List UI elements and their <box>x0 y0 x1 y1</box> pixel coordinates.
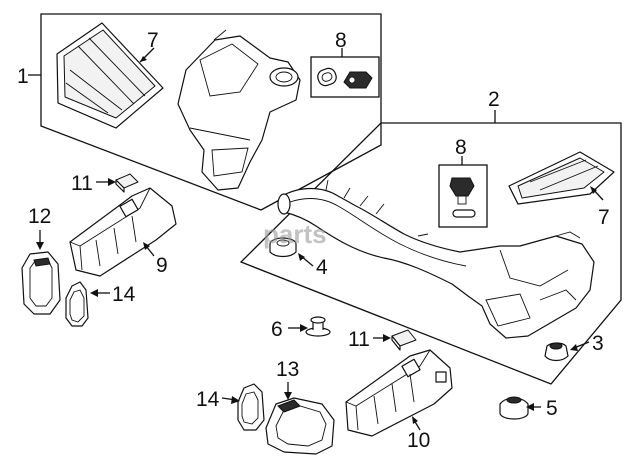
callout-10: 10 <box>407 429 430 452</box>
callout-11-lower: 11 <box>348 328 370 351</box>
seal-14-left <box>65 281 89 327</box>
callout-8-upper: 8 <box>335 29 347 52</box>
callout-2: 2 <box>488 88 500 111</box>
callout-7-upper: 7 <box>147 29 159 52</box>
parts-8-box-right <box>438 156 488 228</box>
grommet-4 <box>269 237 297 258</box>
foam-pad-11-lower <box>391 329 417 351</box>
duct-10 <box>345 349 453 437</box>
leader-lines <box>36 47 604 431</box>
seal-frame-13 <box>265 397 335 455</box>
callout-13: 13 <box>276 358 299 381</box>
callout-6: 6 <box>271 318 283 341</box>
callout-14-lower: 14 <box>196 388 220 411</box>
assembly-box-1 <box>28 13 382 211</box>
grommet-5 <box>499 396 529 420</box>
air-box-upper <box>177 29 301 191</box>
intake-duct-assembly <box>277 179 595 339</box>
air-filter-upper <box>56 22 164 129</box>
callout-9: 9 <box>156 254 168 277</box>
callout-1: 1 <box>17 65 29 88</box>
watermark-text: parts <box>263 219 327 249</box>
callout-11-upper: 11 <box>71 172 93 195</box>
callout-12: 12 <box>28 205 51 228</box>
foam-pad-11-upper <box>115 173 139 193</box>
callout-5: 5 <box>546 397 558 420</box>
watermark-logo: parts <box>263 219 327 249</box>
callout-14-left: 14 <box>112 283 136 306</box>
callout-labels: 1 2 3 4 5 6 7 7 8 8 9 10 11 11 12 13 14 … <box>17 29 610 452</box>
grommet-3 <box>544 342 569 362</box>
assembly-box-2 <box>239 110 622 385</box>
air-filter-right <box>508 151 615 205</box>
duct-9 <box>69 187 177 277</box>
push-clip-6 <box>305 316 331 337</box>
seal-14-lower <box>237 383 265 431</box>
seal-frame-12 <box>21 251 61 315</box>
callout-3: 3 <box>592 332 604 355</box>
callout-4: 4 <box>316 256 328 279</box>
callout-7-right: 7 <box>598 206 610 229</box>
parts-8-box-upper <box>310 48 380 98</box>
callout-8-right: 8 <box>455 136 467 159</box>
